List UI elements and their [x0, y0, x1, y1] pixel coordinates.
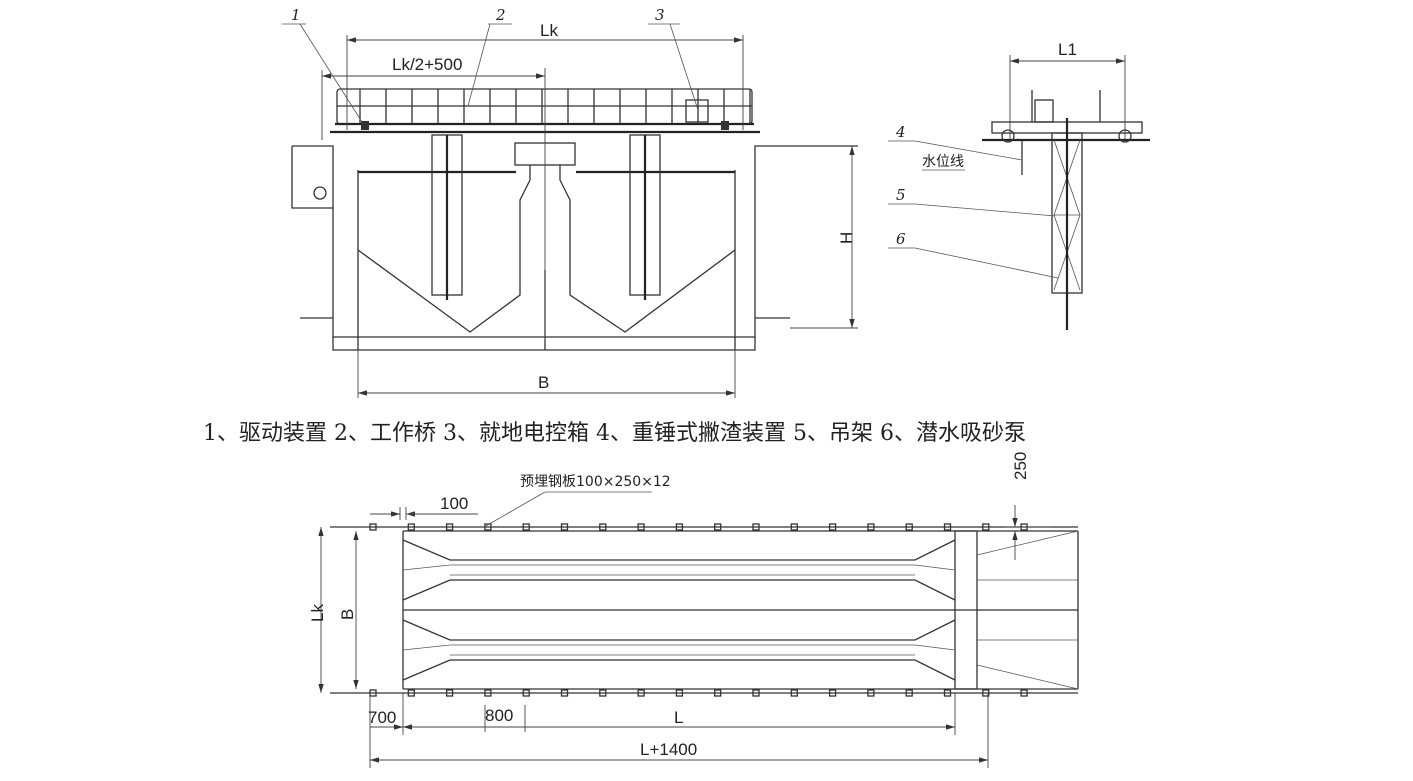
dim-l1: L1 — [1058, 40, 1077, 59]
embedded-plate — [828, 523, 837, 531]
dim-250: 250 — [1011, 452, 1030, 480]
embedded-plate — [675, 523, 684, 531]
plan-view: 预埋钢板100×250×12 100 250 Lk B 700 800 L L+… — [308, 452, 1079, 768]
callout-6: 6 — [896, 230, 906, 248]
embedded-plate — [752, 523, 760, 531]
hopper-channel — [402, 644, 956, 656]
embedded-plate — [445, 523, 454, 531]
embedded-plate — [522, 523, 530, 531]
embedded-plate — [867, 689, 875, 697]
embedded-plate — [982, 689, 990, 697]
embedded-plate — [943, 523, 952, 531]
embedded-plate — [407, 523, 415, 531]
dim-800: 800 — [485, 706, 513, 725]
embedded-plate — [714, 689, 722, 697]
embedded-plate-note: 预埋钢板100×250×12 — [520, 474, 671, 490]
embedded-plate — [905, 523, 913, 531]
dim-l-plus-1400: L+1400 — [640, 740, 697, 759]
component-legend: 1、驱动装置 2、工作桥 3、就地电控箱 4、重锤式撇渣装置 5、吊架 6、潜水… — [203, 421, 1026, 446]
embedded-plate — [599, 523, 607, 531]
dim-b: B — [538, 373, 549, 392]
embedded-plate — [675, 689, 684, 697]
embedded-plate — [637, 689, 645, 697]
dim-700: 700 — [368, 708, 396, 727]
embedded-plate — [714, 523, 722, 531]
embedded-plate — [790, 689, 798, 697]
dim-h: H — [837, 232, 856, 244]
outlet-channel — [976, 530, 1079, 690]
embedded-plate — [484, 523, 492, 531]
embedded-plate — [790, 523, 798, 531]
embedded-plate — [828, 689, 837, 697]
embedded-plate — [445, 689, 454, 697]
embedded-plate — [943, 689, 952, 697]
embedded-plate — [560, 689, 569, 697]
hopper-channel — [402, 564, 956, 576]
embedded-plate — [369, 523, 377, 531]
embedded-plate — [982, 523, 990, 531]
embedded-plate — [637, 523, 645, 531]
section-view: Lk Lk/2+500 H B 1 2 3 — [282, 6, 858, 398]
callout-2: 2 — [495, 6, 506, 24]
dim-half-lk: Lk/2+500 — [392, 55, 462, 74]
embedded-plate — [522, 689, 530, 697]
tank-structure — [291, 134, 858, 351]
embedded-plate — [905, 689, 913, 697]
embedded-plate — [752, 689, 760, 697]
water-level-label: 水位线 — [922, 154, 964, 170]
callout-4: 4 — [895, 123, 906, 141]
hopper-channel — [402, 619, 956, 641]
dim-plan-b: B — [338, 609, 357, 620]
callout-5: 5 — [896, 186, 906, 204]
callout-1: 1 — [291, 6, 301, 24]
embedded-plate — [484, 689, 492, 697]
hopper-channel — [402, 539, 956, 561]
embedded-plate — [1020, 689, 1028, 697]
embedded-plate — [407, 689, 415, 697]
dim-plate-100: 100 — [440, 494, 468, 513]
callout-3: 3 — [655, 6, 665, 24]
embedded-plate — [599, 689, 607, 697]
dim-l: L — [674, 708, 683, 727]
embedded-plate — [560, 523, 569, 531]
dim-lk: Lk — [540, 21, 558, 40]
hopper-channel — [402, 579, 956, 601]
side-view: L1 水位线 4 5 6 — [888, 40, 1150, 330]
dim-plan-lk: Lk — [308, 604, 327, 622]
hopper-channel — [402, 659, 956, 681]
embedded-plate — [867, 523, 875, 531]
